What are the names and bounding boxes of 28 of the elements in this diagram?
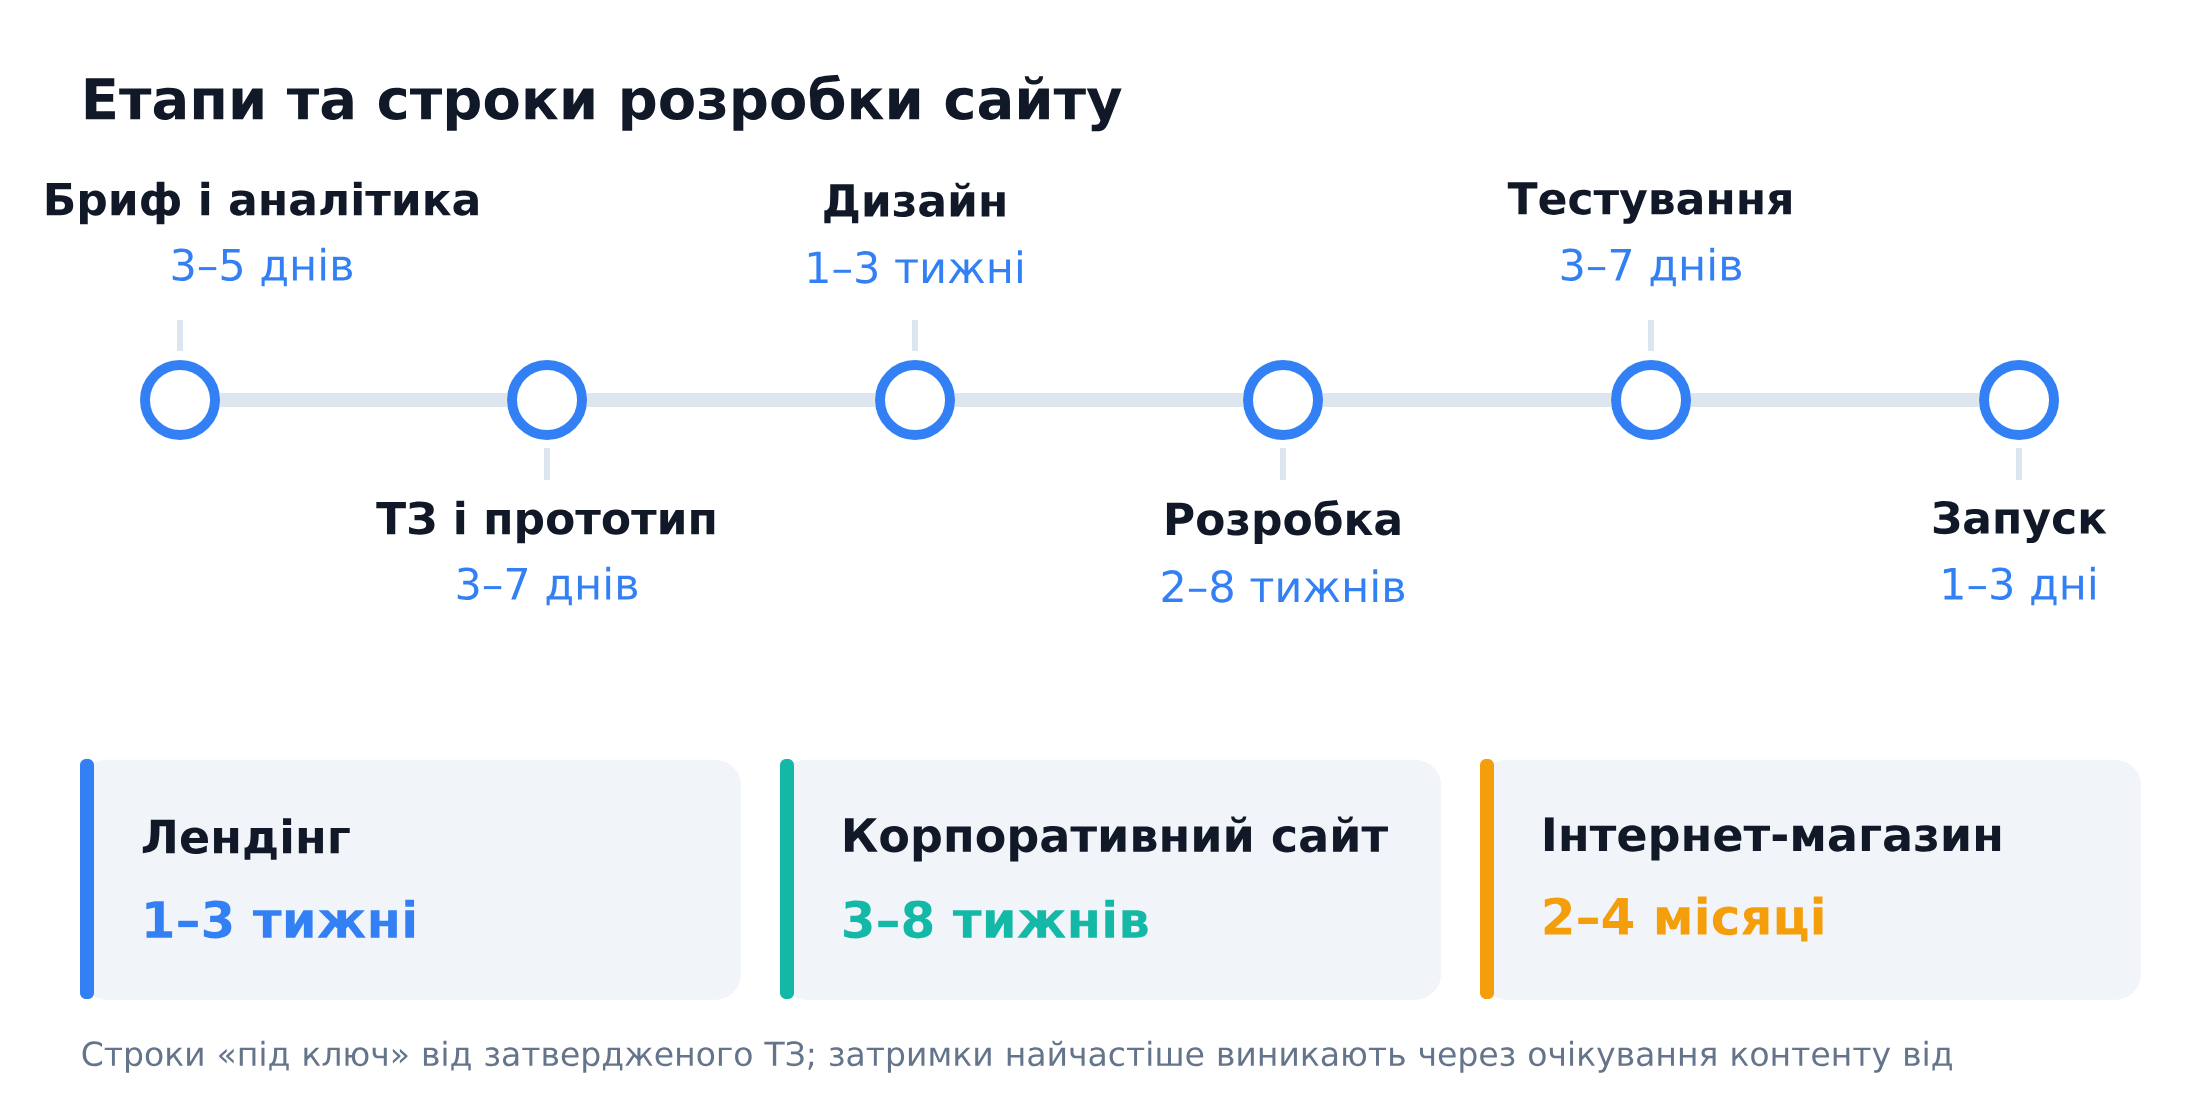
card-title: Інтернет-магазин [1544,817,2001,861]
stage-duration: 1–3 дні [1943,566,2095,606]
stage-duration: 3–7 днів [457,566,637,606]
stage-duration: 3–5 днів [172,247,352,287]
stage-title: Тестування [1507,182,1791,224]
timeline-line [220,393,507,407]
stage-title: Запуск [1933,500,2107,544]
project-card [1480,759,2142,1000]
timeline-line [1691,393,1979,407]
card-duration: 2–4 місяці [1544,896,1823,942]
project-card [780,759,1442,1000]
stage-title: ТЗ і прототип [376,500,715,544]
stage-duration: 1–3 тижні [808,250,1022,284]
caption: Строки «під ключ» від затвердженого ТЗ; затримки найчастіше виникають через очікування контенту від [82,1040,1952,1073]
stage-duration: 3–7 днів [1561,247,1741,287]
project-card [80,759,742,1000]
card-duration: 1–3 тижні [146,899,415,939]
card-duration: 3–8 тижнів [844,899,1148,939]
card-title: Лендінг [142,818,350,860]
title: Етапи та строки розробки сайту [85,74,1122,132]
timeline-line [587,393,875,407]
stage-duration: 2–8 тижнів [1162,569,1404,603]
stage-title: Дизайн [824,182,1005,224]
stage-title: Розробка [1166,500,1400,545]
card-title: Корпоративний сайт [844,816,1388,862]
stage-title: Бриф і аналітика [46,181,478,225]
timeline-line [955,393,1243,407]
timeline-line [1323,393,1611,407]
